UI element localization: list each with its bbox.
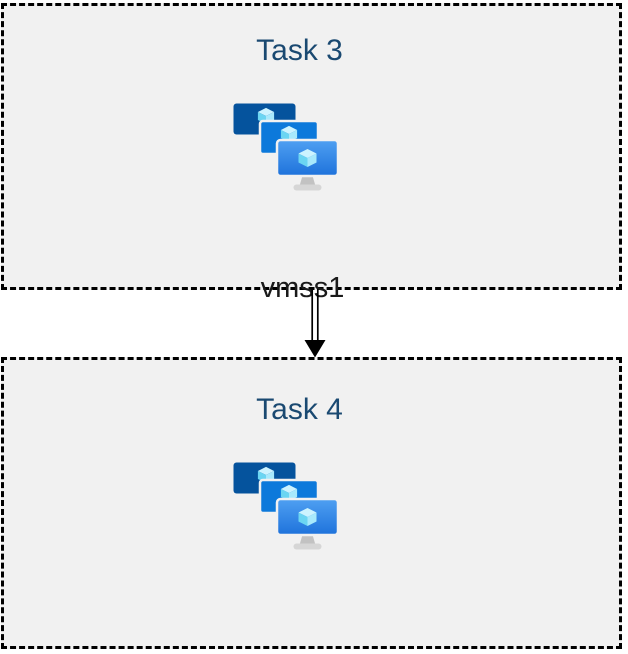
vm-scale-sets-icon xyxy=(233,103,339,191)
vm-scale-sets-icon-use xyxy=(233,463,338,550)
arrow-connector xyxy=(304,289,326,358)
vm-scale-sets-icon xyxy=(233,462,339,550)
task4-box: Task 4 Custom auto scale rules xyxy=(1,357,622,654)
task4-caption-line-1: Custom auto scale rules xyxy=(4,650,601,654)
task3-caption-line-1: vmss1 xyxy=(260,272,345,304)
task3-title: Task 3 xyxy=(256,34,343,67)
task4-title: Task 4 xyxy=(256,393,343,426)
task4-caption: Custom auto scale rules xyxy=(4,578,601,654)
task3-box: Task 3 vmss1 Zone 1, 2, 3 xyxy=(1,3,622,412)
arrow-head xyxy=(304,340,326,358)
vm-scale-sets-icon-use xyxy=(233,104,338,191)
